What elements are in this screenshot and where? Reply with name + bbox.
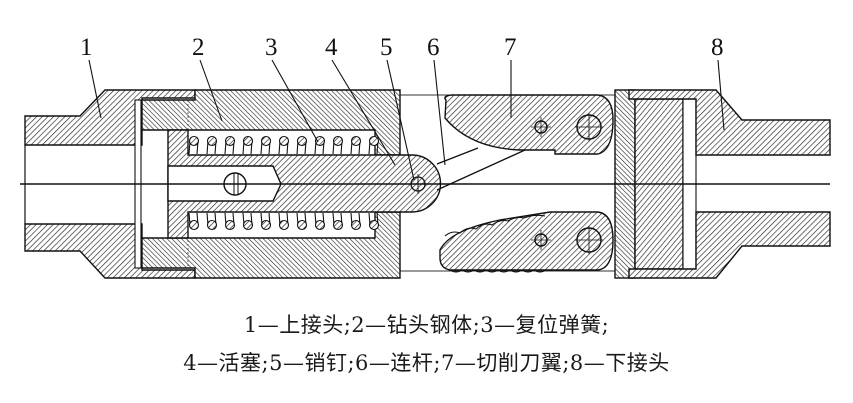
spring-coil [314,135,326,147]
lower-joint-bottom-half [628,211,831,279]
spring-coil [332,219,344,231]
caption-line-1: 1—上接头;2—钻头钢体;3—复位弹簧; [243,313,610,337]
spring-coil [224,135,236,147]
spring-coil [278,135,290,147]
part-number-7: 7 [504,34,517,61]
spring-coil [188,135,200,147]
leader-lines [88,59,725,181]
part-number-3: 3 [265,34,278,61]
part-number-labels: 1 2 3 4 5 6 7 8 [80,34,724,61]
part-number-5: 5 [380,34,393,61]
spring-coil [260,135,272,147]
spring-coil [206,135,218,147]
part-number-1: 1 [80,34,93,61]
part-3-spring-bottom [188,212,380,231]
cross-section-diagram: 1 2 3 4 5 6 7 8 [20,34,831,279]
part-7-cutting-blade-top [444,94,614,155]
lower-joint-top-half [628,89,831,156]
spring-coil [350,135,362,147]
spring-coil [350,219,362,231]
spring-coil [188,219,200,231]
part-number-2: 2 [192,34,205,61]
spring-coil [260,219,272,231]
spring-coil [224,219,236,231]
blade-teeth [444,214,546,237]
spring-coil [296,135,308,147]
spring-coil [206,219,218,231]
spring-coil [242,135,254,147]
part-number-6: 6 [427,34,440,61]
part-number-8: 8 [711,34,724,61]
spring-coil [314,219,326,231]
part-3-spring-top [188,135,380,155]
part-7-cutting-blade-bottom [439,211,614,273]
spring-coil [296,219,308,231]
part-number-4: 4 [325,34,338,61]
caption-line-2: 4—活塞;5—销钉;6—连杆;7—切削刀翼;8—下接头 [183,351,670,375]
spring-coil [332,135,344,147]
spring-coil [368,135,380,147]
spring-coil [368,219,380,231]
spring-coil [242,219,254,231]
spring-coil [278,219,290,231]
